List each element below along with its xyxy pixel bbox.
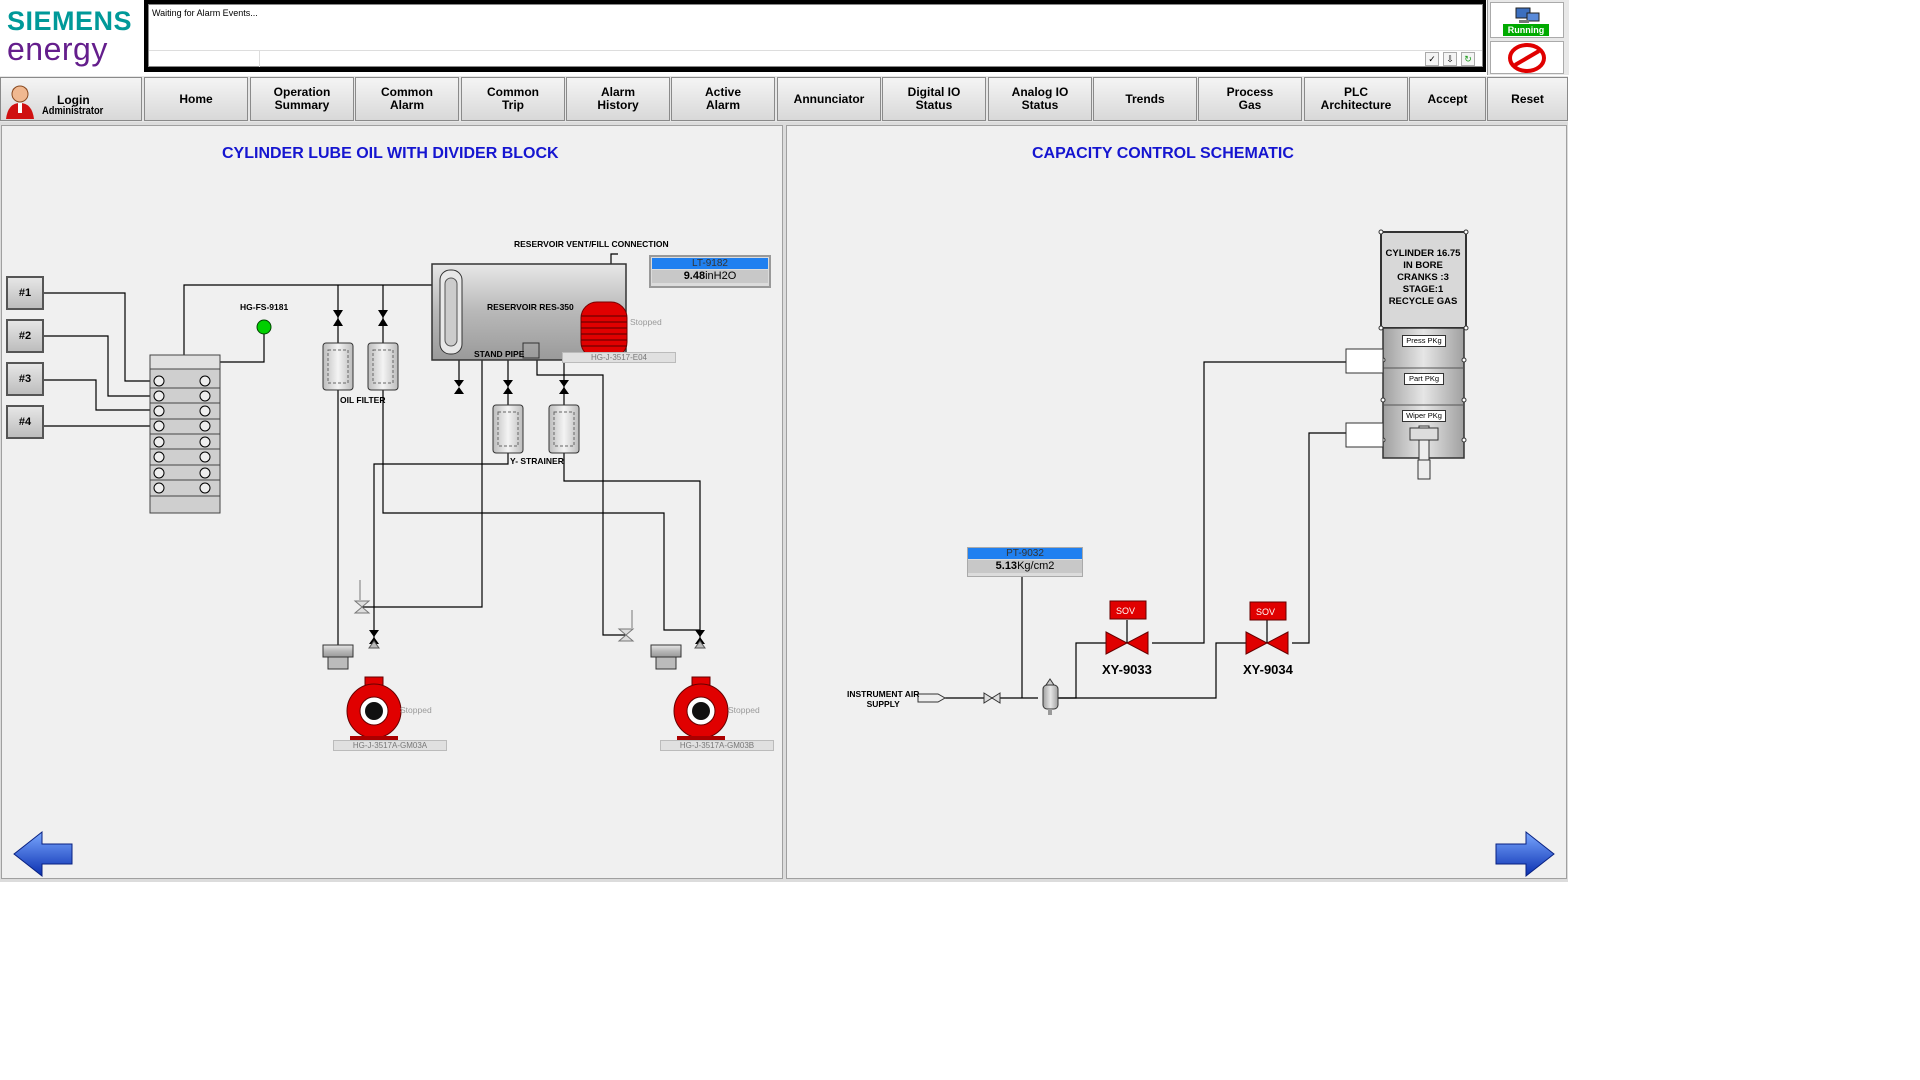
nav-accept[interactable]: Accept (1409, 77, 1486, 121)
cylinder-info-line2: IN BORE (1403, 260, 1443, 271)
pressure-value: 5.13 (995, 560, 1018, 572)
y-strainer-label: Y- STRAINER (510, 456, 564, 466)
xy-9033-sov-badge: SOV (1116, 606, 1136, 616)
cylinder-3-button[interactable]: #3 (6, 362, 44, 396)
computer-icon (1515, 7, 1540, 23)
cylinder-info-line3: CRANKS :3 (1397, 272, 1449, 283)
heater-status: Stopped (630, 317, 662, 327)
siemens-energy-logo: SIEMENS energy (0, 0, 143, 75)
level-transmitter[interactable]: LT-9182 9.48inH2O (649, 255, 771, 288)
pump-a-status: Stopped (400, 705, 432, 715)
filter-icon[interactable]: ⇩ (1443, 52, 1457, 66)
nav-operation-summary[interactable]: Operation Summary (250, 77, 354, 121)
nav-common-trip[interactable]: Common Trip (461, 77, 565, 121)
pump-a-tag: HG-J-3517A-GM03A (333, 740, 447, 751)
nav-analog-io-status[interactable]: Analog IO Status (988, 77, 1092, 121)
pressure-unit: Kg/cm2 (1017, 560, 1055, 572)
xy-9034-valve[interactable] (1245, 601, 1289, 655)
acknowledge-icon[interactable]: ✓ (1425, 52, 1439, 66)
cylinder-info-line1: CYLINDER 16.75 (1385, 248, 1461, 259)
heater[interactable] (580, 301, 628, 359)
next-page-arrow-icon[interactable] (1494, 830, 1556, 878)
instrument-air-line1: INSTRUMENT AIR (847, 689, 920, 699)
press-packing: Press PKg (1402, 335, 1446, 347)
level-tag: LT-9182 (652, 258, 768, 269)
part-packing: Part PKg (1404, 373, 1444, 385)
stop-button[interactable] (1490, 41, 1564, 74)
logo-line2: energy (7, 31, 108, 67)
reservoir-vent-label: RESERVOIR VENT/FILL CONNECTION (514, 239, 669, 249)
capacity-control-title: CAPACITY CONTROL SCHEMATIC (1032, 145, 1294, 162)
running-badge: Running (1503, 24, 1549, 36)
cylinder-4-button[interactable]: #4 (6, 405, 44, 439)
prohibited-icon (1508, 43, 1546, 73)
nav-home[interactable]: Home (144, 77, 248, 121)
nav-process-gas[interactable]: Process Gas (1198, 77, 1302, 121)
cylinder-1-button[interactable]: #1 (6, 276, 44, 310)
heater-tag: HG-J-3517-E04 (562, 352, 676, 363)
pump-b-tag: HG-J-3517A-GM03B (660, 740, 774, 751)
cylinder-2-button[interactable]: #2 (6, 319, 44, 353)
alarm-divider-vertical (259, 51, 260, 67)
nav-trends[interactable]: Trends (1093, 77, 1197, 121)
pump-b-status: Stopped (728, 705, 760, 715)
xy-9033-label: XY-9033 (1102, 662, 1152, 677)
level-value-display: 9.48inH2O (652, 270, 768, 283)
xy-9033-valve[interactable] (1105, 600, 1149, 655)
level-unit: inH2O (705, 270, 737, 282)
refresh-icon[interactable]: ↻ (1461, 52, 1475, 66)
logo-line1: SIEMENS (7, 6, 133, 36)
alarm-event-list[interactable]: Waiting for Alarm Events... ✓ ⇩ ↻ (148, 4, 1483, 67)
pressure-tag: PT-9032 (968, 548, 1082, 559)
login-user: Administrator (42, 105, 104, 117)
pressure-value-display: 5.13Kg/cm2 (968, 560, 1082, 573)
nav-plc-architecture[interactable]: PLC Architecture (1304, 77, 1408, 121)
nav-reset[interactable]: Reset (1487, 77, 1568, 121)
pressure-transmitter[interactable]: PT-9032 5.13Kg/cm2 (967, 547, 1083, 577)
xy-9034-label: XY-9034 (1243, 662, 1293, 677)
instrument-air-label: INSTRUMENT AIR SUPPLY (847, 689, 919, 709)
cylinder-info-line4: STAGE:1 (1402, 284, 1444, 295)
reservoir-label: RESERVOIR RES-350 (487, 302, 574, 312)
instrument-air-line2: SUPPLY (866, 699, 900, 709)
xy-9034-sov-badge: SOV (1256, 607, 1276, 617)
cylinder-info-line5: RECYCLE GAS (1388, 296, 1458, 307)
pump-a[interactable] (346, 676, 402, 740)
user-avatar-icon (6, 85, 34, 119)
login-label: Login (57, 93, 90, 107)
login-button[interactable] (0, 77, 142, 121)
level-value: 9.48 (683, 270, 706, 282)
nav-active-alarm[interactable]: Active Alarm (671, 77, 775, 121)
nav-digital-io-status[interactable]: Digital IO Status (882, 77, 986, 121)
cylinder-info: CYLINDER 16.75 IN BORE CRANKS :3 STAGE:1… (1383, 248, 1463, 308)
previous-page-arrow-icon[interactable] (12, 830, 74, 878)
capacity-control-diagram (917, 229, 1469, 715)
alarm-divider (149, 50, 1482, 51)
nav-alarm-history[interactable]: Alarm History (566, 77, 670, 121)
alarm-status-text: Waiting for Alarm Events... (152, 8, 258, 18)
nav-common-alarm[interactable]: Common Alarm (355, 77, 459, 121)
nav-annunciator[interactable]: Annunciator (777, 77, 881, 121)
oil-filter-label: OIL FILTER (340, 395, 386, 405)
flow-switch-label: HG-FS-9181 (240, 302, 289, 312)
lube-oil-title: CYLINDER LUBE OIL WITH DIVIDER BLOCK (222, 145, 559, 162)
wiper-packing: Wiper PKg (1402, 410, 1446, 422)
lube-oil-diagram (44, 253, 729, 740)
pump-b[interactable] (673, 676, 729, 740)
lube-oil-panel (1, 125, 783, 879)
stand-pipe-label: STAND PIPE (474, 349, 525, 359)
